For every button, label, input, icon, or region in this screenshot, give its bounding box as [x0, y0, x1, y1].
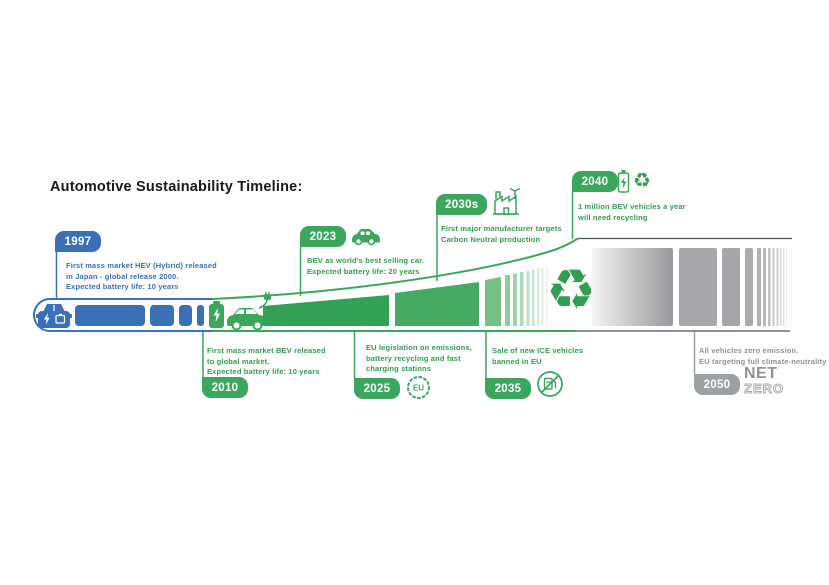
desc-2050: All vehicles zero emission. EU targeting…: [699, 346, 827, 366]
year-badge-2025: 2025: [354, 378, 400, 399]
year-badge-2030s: 2030s: [436, 194, 488, 215]
hev-segments: [75, 305, 204, 326]
carbon-neutral-factory-icon: [492, 186, 524, 221]
eu-flag-icon: EU: [406, 375, 431, 405]
battery-icon: [617, 169, 631, 199]
net-zero-logo: NET ZERO: [743, 365, 785, 396]
net-zero-line2: ZERO: [743, 381, 785, 396]
recycle-icon: ♻: [545, 258, 597, 323]
connector-lines: [55, 192, 696, 378]
desc-2010: First mass market BEV released to global…: [207, 346, 326, 377]
year-badge-2023: 2023: [300, 226, 346, 247]
recycle-small-icon: ♻: [633, 168, 651, 192]
page-title: Automotive Sustainability Timeline:: [50, 179, 303, 195]
desc-2040: 1 million BEV vehicles a year will need …: [578, 202, 686, 222]
bev-growth-bars: [263, 266, 548, 326]
desc-2035: Sale of new ICE vehicles banned in EU: [492, 346, 584, 366]
year-badge-2040: 2040: [572, 171, 618, 192]
desc-1997: First mass market HEV (Hybrid) released …: [66, 261, 217, 292]
svg-text:EU: EU: [413, 384, 424, 393]
net-zero-line1: NET: [744, 365, 778, 382]
year-badge-2050: 2050: [694, 374, 740, 395]
desc-2025: EU legislation on emissions, battery rec…: [366, 343, 472, 374]
bev-charging-icon: [209, 292, 271, 331]
timeline-outline: [33, 237, 792, 332]
year-badge-2035: 2035: [485, 378, 531, 399]
bev-car-icon: [350, 227, 380, 251]
recycling-era-bars: [592, 248, 787, 326]
desc-2023: BEV as world's best selling car. Expecte…: [307, 256, 425, 276]
year-badge-2010: 2010: [202, 377, 248, 398]
desc-2030s: First major manufacturer targets Carbon …: [441, 224, 562, 244]
hybrid-car-icon: [36, 304, 72, 328]
no-ice-vehicles-icon: [536, 370, 564, 403]
year-badge-1997: 1997: [55, 231, 101, 252]
